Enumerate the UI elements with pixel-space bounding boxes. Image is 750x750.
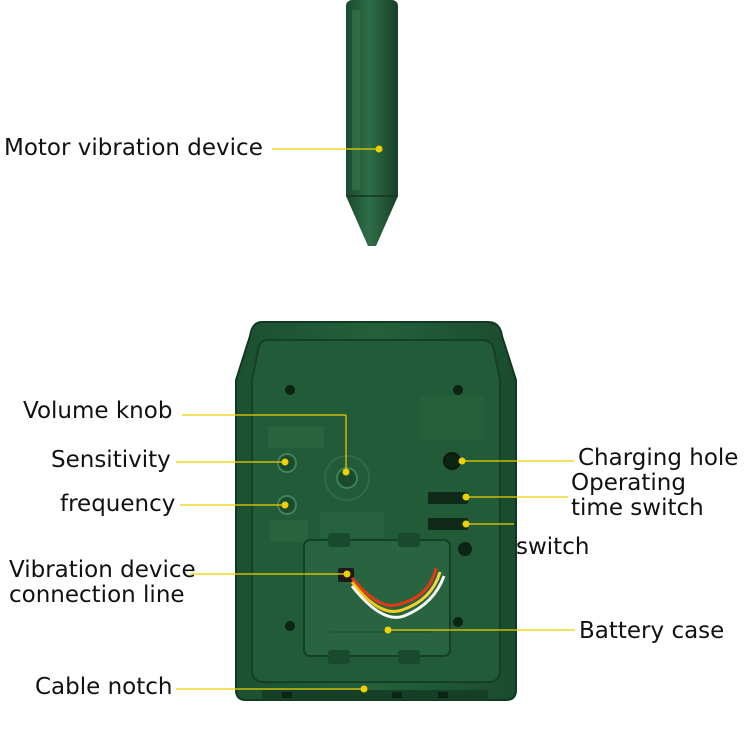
motor-vibration-device-label: Motor vibration device [4, 135, 263, 161]
switch-label: switch [516, 534, 590, 560]
battery-case-label: Battery case [579, 618, 725, 644]
frequency-label: frequency [60, 491, 176, 517]
device-base [262, 690, 488, 700]
callouts [176, 145, 575, 693]
sensitivity-label: Sensitivity [51, 447, 171, 473]
motor-stake [346, 0, 398, 246]
operating-label-line-1: Operating [571, 470, 686, 496]
charging-hole-label: Charging hole [578, 445, 739, 471]
vibration-label-line-2: connection line [9, 582, 185, 608]
operating-time-switch-label: Operating time switch [571, 471, 704, 521]
vibration-connection-line-label: Vibration device connection line [9, 558, 196, 608]
volume-knob-label: Volume knob [23, 398, 173, 424]
connection-wires [338, 567, 446, 619]
vibration-label-line-1: Vibration device [9, 557, 196, 583]
battery-case [303, 533, 451, 664]
operating-label-line-2: time switch [571, 495, 704, 521]
cable-notch-label: Cable notch [35, 674, 173, 700]
